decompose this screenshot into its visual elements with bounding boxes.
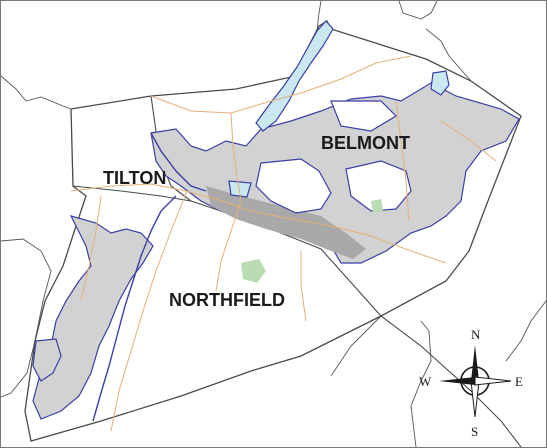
compass-n-label: N [471, 327, 481, 342]
compass-south-arrow [470, 380, 480, 418]
roads [70, 55, 497, 432]
town-label-northfield: NORTHFIELD [169, 290, 285, 310]
compass-s-label: S [471, 424, 478, 439]
floodplain-areas [32, 82, 520, 420]
compass-west-arrow [439, 377, 475, 385]
compass-e-label: E [515, 374, 523, 389]
parks [241, 199, 383, 283]
compass-w-label: W [419, 374, 432, 389]
town-label-belmont: BELMONT [321, 133, 410, 153]
compass-north-arrow [471, 345, 479, 381]
town-label-tilton: TILTON [103, 168, 166, 188]
compass-east-arrow [474, 376, 512, 386]
rivers [92, 132, 207, 422]
water-bodies [228, 20, 450, 198]
compass-rose: N S E W [419, 327, 523, 439]
